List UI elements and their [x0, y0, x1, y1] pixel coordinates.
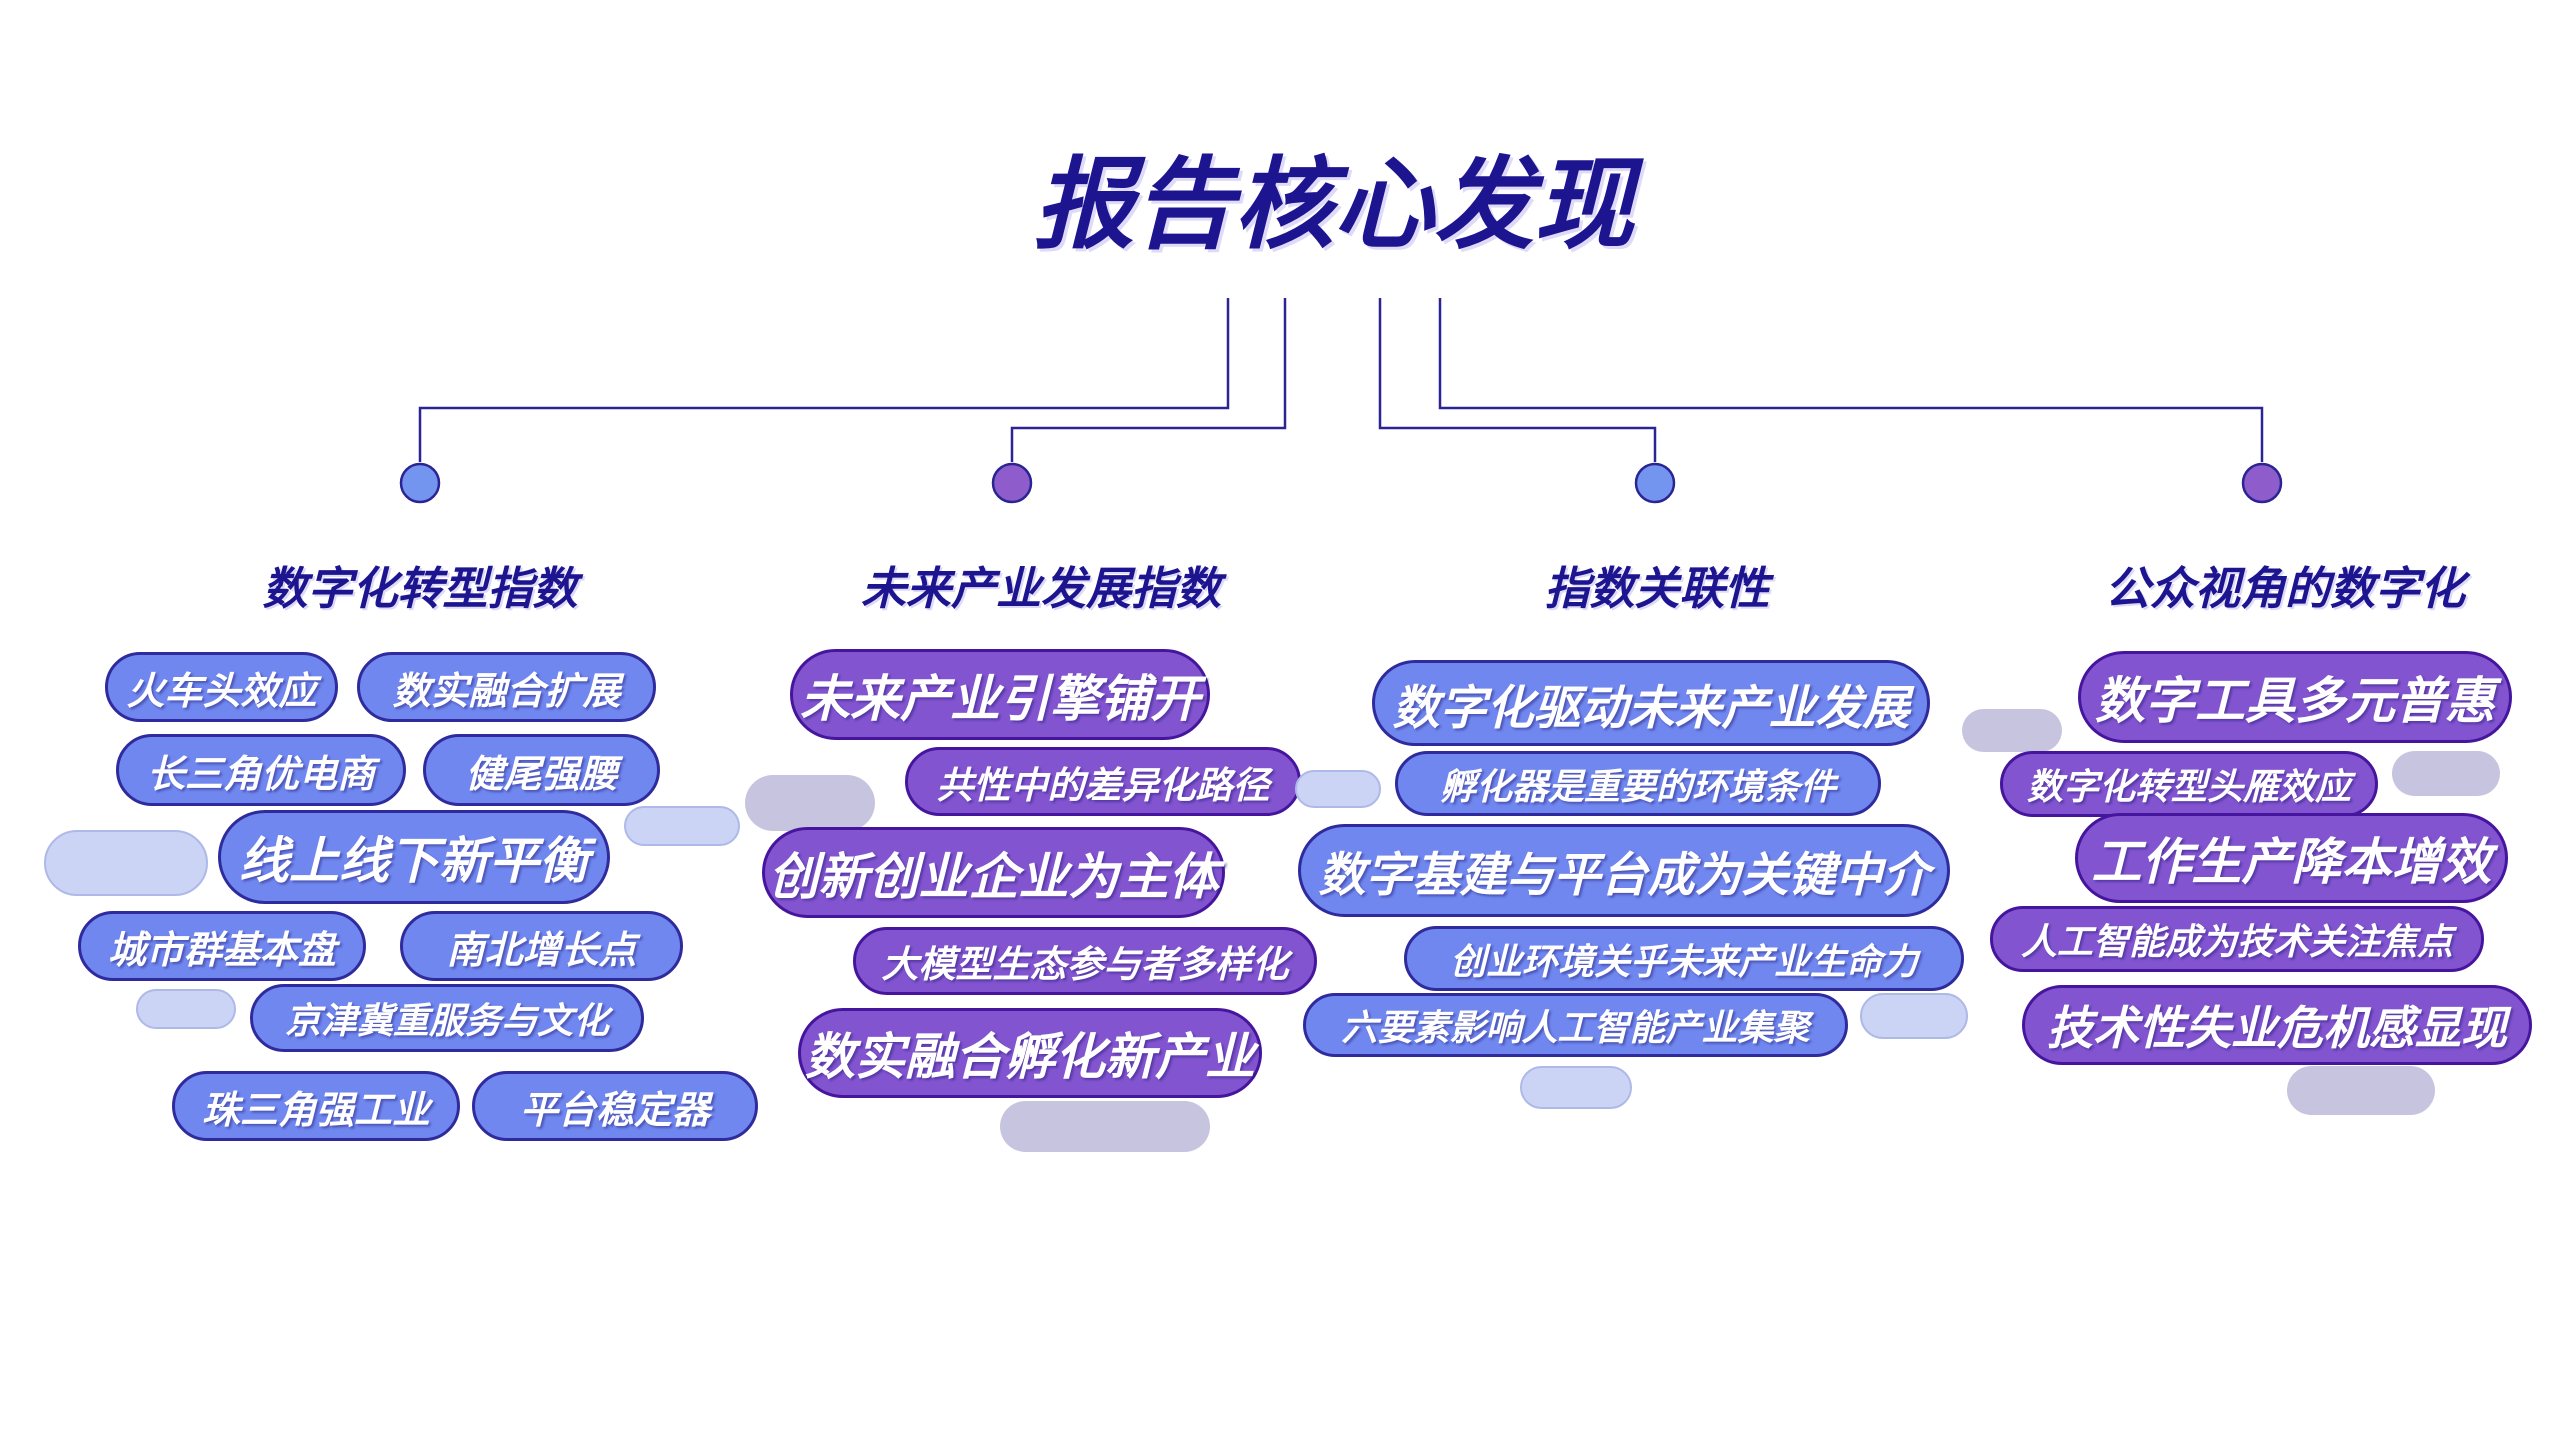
decorative-pill [2287, 1066, 2435, 1115]
finding-pill: 技术性失业危机感显现 [2022, 985, 2532, 1065]
decorative-pill [44, 830, 208, 896]
branch-node-dot [1634, 462, 1676, 504]
finding-pill: 数字化驱动未来产业发展 [1372, 660, 1930, 746]
finding-pill: 创新创业企业为主体 [762, 827, 1225, 918]
finding-pill: 创业环境关乎未来产业生命力 [1404, 926, 1964, 991]
decorative-pill [1295, 770, 1381, 808]
finding-pill: 长三角优电商 [116, 734, 406, 806]
finding-pill: 数字基建与平台成为关键中介 [1298, 824, 1950, 917]
finding-pill: 共性中的差异化路径 [905, 747, 1301, 816]
finding-pill: 南北增长点 [400, 911, 683, 981]
branch-3-header: 指数关联性 [1544, 563, 1770, 614]
finding-pill: 大模型生态参与者多样化 [853, 927, 1317, 995]
finding-pill: 城市群基本盘 [78, 911, 366, 981]
finding-pill: 六要素影响人工智能产业集聚 [1303, 993, 1848, 1057]
finding-pill: 线上线下新平衡 [218, 810, 610, 904]
finding-pill: 平台稳定器 [472, 1071, 758, 1141]
branch-node-dot [2241, 462, 2283, 504]
finding-pill: 数实融合扩展 [357, 652, 656, 722]
branch-node-dot [399, 462, 441, 504]
decorative-pill [2392, 751, 2500, 796]
finding-pill: 珠三角强工业 [172, 1071, 460, 1141]
finding-pill: 未来产业引擎铺开 [790, 649, 1210, 740]
connector-branch-3 [1378, 298, 1657, 462]
branch-node-dot [991, 462, 1033, 504]
decorative-pill [1000, 1101, 1210, 1152]
connector-branch-1 [418, 298, 1230, 462]
decorative-pill [136, 989, 236, 1029]
decorative-pill [1520, 1066, 1632, 1109]
finding-pill: 数实融合孵化新产业 [798, 1008, 1262, 1098]
branch-2-header: 未来产业发展指数 [860, 563, 1221, 614]
finding-pill: 京津冀重服务与文化 [250, 984, 644, 1052]
decorative-pill [745, 775, 875, 831]
finding-pill: 健尾强腰 [423, 734, 660, 806]
branch-4-header: 公众视角的数字化 [2104, 563, 2465, 614]
connector-branch-4 [1438, 298, 2264, 462]
finding-pill: 人工智能成为技术关注焦点 [1990, 906, 2484, 972]
decorative-pill [624, 806, 740, 846]
connector-lines [399, 298, 2283, 504]
finding-pill: 孵化器是重要的环境条件 [1395, 751, 1881, 816]
connector-branch-2 [1010, 298, 1287, 462]
finding-pill: 工作生产降本增效 [2075, 813, 2508, 903]
decorative-pill [1962, 709, 2062, 752]
finding-pill: 火车头效应 [105, 652, 338, 722]
page-title: 报告核心发现 [1034, 149, 1634, 261]
finding-pill: 数字化转型头雁效应 [2000, 751, 2378, 817]
finding-pill: 数字工具多元普惠 [2078, 651, 2512, 743]
decorative-pill [1860, 993, 1968, 1039]
branch-1-header: 数字化转型指数 [262, 563, 578, 614]
